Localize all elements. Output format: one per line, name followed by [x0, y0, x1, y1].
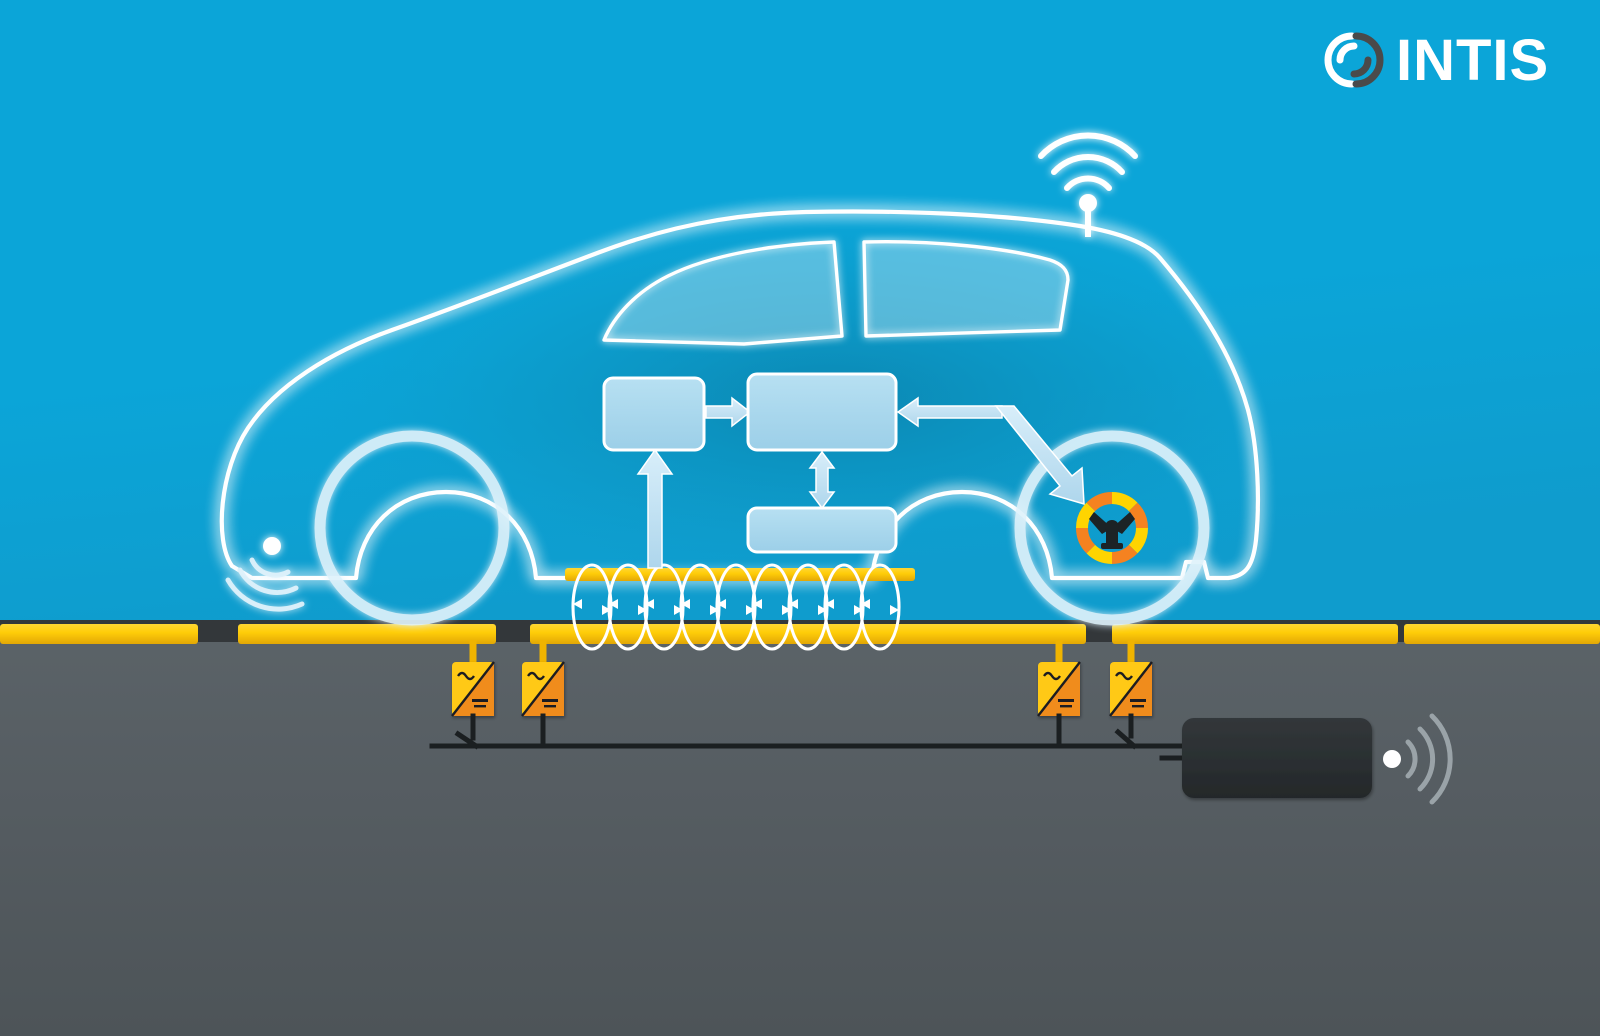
motor-segment — [1076, 502, 1096, 528]
rear-wheel — [1014, 430, 1210, 626]
dc-symbol-icon — [542, 699, 558, 702]
control-unit-wifi — [1383, 713, 1453, 805]
magnetic-coupling-field-lines — [571, 563, 901, 651]
sensor-arc-1 — [249, 557, 291, 578]
battery-block[interactable] — [746, 506, 898, 554]
onboard-power-electronics-block-diagram — [602, 372, 1085, 569]
ac-symbol-icon — [1043, 671, 1061, 681]
motor-segment — [1086, 544, 1112, 564]
wifi-arc-3 — [1038, 132, 1138, 159]
field-loop — [715, 563, 757, 651]
road-cross-section — [0, 620, 1600, 1036]
front-sensor-wifi[interactable] — [225, 537, 305, 612]
control-wifi-arc-2 — [1417, 726, 1436, 792]
front-wheel — [314, 430, 510, 626]
intis-interlocking-rings-logo-icon — [1324, 32, 1384, 88]
traction-motor-icon[interactable] — [1076, 492, 1148, 564]
motor-ring-segments — [1076, 492, 1148, 564]
switch-symbol-left-icon — [454, 730, 480, 750]
control-unit-wifi-dot — [1383, 750, 1401, 768]
roadside-inverters — [451, 661, 1153, 717]
control-wifi-arc-3 — [1429, 713, 1453, 805]
motor-segment — [1076, 528, 1096, 554]
sensor-dot — [263, 537, 281, 555]
logo-ring-light — [1324, 32, 1356, 88]
field-loop — [679, 563, 721, 651]
road-body — [0, 622, 1600, 1036]
control-wifi-arc-1 — [1405, 739, 1418, 779]
wifi-arc-2 — [1051, 153, 1125, 175]
dc-symbol-icon — [472, 699, 488, 702]
roadside-inverter-4[interactable] — [1109, 661, 1153, 717]
rectifier-block[interactable] — [602, 376, 706, 452]
motor-segment — [1112, 544, 1138, 564]
motor-segment — [1128, 528, 1148, 554]
roadside-control-unit[interactable] — [1182, 718, 1372, 798]
underground-wiring — [429, 713, 1201, 761]
inductive-roadway-track-segments — [0, 624, 1600, 644]
wifi-arc-1 — [1064, 175, 1112, 191]
logo-ring-dark-hook — [1350, 56, 1372, 78]
rear-window — [862, 240, 1070, 338]
sensor-arc-3 — [225, 577, 305, 612]
track-segment-2[interactable] — [238, 624, 496, 644]
sensor-arc-2 — [237, 567, 299, 595]
power-control-unit-block[interactable] — [746, 372, 898, 452]
intis-logo-text: INTIS — [1396, 28, 1549, 93]
dc-symbol-icon — [1130, 699, 1146, 702]
field-loop — [823, 563, 865, 651]
motor-segment — [1086, 492, 1112, 512]
three-prong-rotor-icon — [1089, 512, 1135, 549]
intis-logo[interactable]: INTIS — [1324, 28, 1549, 93]
field-loop — [643, 563, 685, 651]
ac-symbol-icon — [527, 671, 545, 681]
roadside-inverter-2[interactable] — [521, 661, 565, 717]
field-loop — [751, 563, 793, 651]
ac-symbol-icon — [1115, 671, 1133, 681]
arrow-pickup-to-rectifier — [636, 448, 674, 569]
arrow-rectifier-to-control-unit — [705, 396, 752, 428]
track-segment-3[interactable] — [530, 624, 1086, 644]
field-loop — [859, 563, 901, 651]
switch-symbol-right-icon — [1114, 728, 1138, 750]
track-segment-1[interactable] — [0, 624, 198, 644]
roof-antenna-wifi[interactable] — [1038, 132, 1138, 237]
track-feed-lines — [469, 640, 1135, 666]
front-window — [602, 240, 844, 346]
logo-ring-dark — [1352, 32, 1384, 88]
motor-segment — [1128, 502, 1148, 528]
arrow-control-unit-to-motor — [994, 405, 1085, 506]
field-loop — [607, 563, 649, 651]
ac-symbol-icon — [457, 671, 475, 681]
field-loop — [787, 563, 829, 651]
track-segment-5[interactable] — [1404, 624, 1600, 644]
dc-symbol-icon — [1058, 699, 1074, 702]
roadside-inverter-1[interactable] — [451, 661, 495, 717]
track-segment-4[interactable] — [1112, 624, 1398, 644]
field-loop — [571, 563, 613, 651]
roadside-inverter-3[interactable] — [1037, 661, 1081, 717]
logo-ring-light-hook — [1336, 42, 1358, 64]
motor-segment — [1112, 492, 1138, 512]
antenna-dot — [1079, 194, 1097, 212]
